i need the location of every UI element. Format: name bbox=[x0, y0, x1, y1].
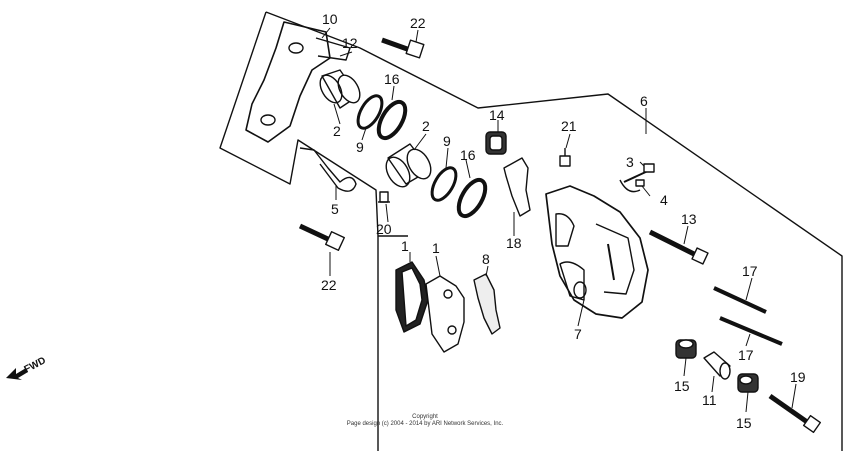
callout-3: 3 bbox=[626, 154, 634, 170]
callout-14: 14 bbox=[489, 107, 505, 123]
callout-12: 12 bbox=[342, 35, 358, 51]
callout-4: 4 bbox=[660, 192, 668, 208]
copyright-title: Copyright bbox=[412, 414, 438, 420]
assembly-outline bbox=[265, 11, 843, 451]
forward-label: FWD bbox=[22, 355, 47, 375]
callout-9-lower: 9 bbox=[443, 133, 451, 149]
copyright-text: Page design (c) 2004 - 2014 by ARI Netwo… bbox=[346, 421, 504, 427]
pin-collar-left bbox=[675, 339, 697, 359]
forward-arrow-icon: FWD bbox=[6, 355, 48, 380]
callout-16-lower: 16 bbox=[460, 147, 476, 163]
callout-1-outer: 1 bbox=[401, 238, 409, 254]
callout-7: 7 bbox=[574, 326, 582, 342]
pin-collar-right bbox=[737, 373, 759, 393]
callout-15-right: 15 bbox=[736, 415, 752, 431]
pad-pin-upper bbox=[713, 286, 767, 314]
pin-boot bbox=[485, 131, 507, 155]
callout-16-upper: 16 bbox=[384, 71, 400, 87]
caliper-bolt bbox=[768, 393, 822, 434]
brake-pad-outer bbox=[395, 261, 429, 333]
callout-2-upper: 2 bbox=[333, 123, 341, 139]
pad-spring bbox=[299, 147, 357, 192]
piston-upper bbox=[319, 69, 361, 109]
pad-shim bbox=[473, 273, 501, 335]
callout-18: 18 bbox=[506, 235, 522, 251]
dust-seal-upper bbox=[376, 99, 408, 141]
piston-seal-lower bbox=[430, 166, 458, 202]
piston-seal-upper bbox=[356, 94, 384, 130]
bleeder-screw bbox=[378, 191, 390, 203]
bolt-upper bbox=[381, 37, 425, 59]
callout-8: 8 bbox=[482, 251, 490, 267]
callout-22-upper: 22 bbox=[410, 15, 426, 31]
copyright-notice: Copyright Page design (c) 2004 - 2014 by… bbox=[330, 414, 520, 428]
brake-pad-inner bbox=[425, 275, 465, 353]
callout-15-left: 15 bbox=[674, 378, 690, 394]
callout-17-lower: 17 bbox=[738, 347, 754, 363]
callout-6: 6 bbox=[640, 93, 648, 109]
dust-seal-lower bbox=[456, 177, 488, 219]
callout-1-inner: 1 bbox=[432, 240, 440, 256]
callout-19: 19 bbox=[790, 369, 806, 385]
callout-22-lower: 22 bbox=[321, 277, 337, 293]
callout-21: 21 bbox=[561, 118, 577, 134]
caliper-plate bbox=[503, 157, 531, 217]
callout-13: 13 bbox=[681, 211, 697, 227]
bracket-screw bbox=[559, 148, 571, 167]
pad-pin-lower bbox=[719, 316, 783, 346]
pin-sleeve bbox=[703, 351, 731, 380]
bleed-valve bbox=[619, 163, 655, 193]
callout-9-upper: 9 bbox=[356, 139, 364, 155]
callout-10: 10 bbox=[322, 11, 338, 27]
callout-17-upper: 17 bbox=[742, 263, 758, 279]
callout-11: 11 bbox=[702, 392, 717, 408]
callout-5: 5 bbox=[331, 201, 339, 217]
caliper-bracket bbox=[245, 21, 351, 143]
bolt-lower bbox=[298, 223, 346, 252]
caliper-body bbox=[545, 185, 649, 319]
slide-pin bbox=[648, 229, 709, 265]
callout-2-lower: 2 bbox=[422, 118, 430, 134]
piston-lower bbox=[385, 143, 432, 188]
callout-20: 20 bbox=[376, 221, 392, 237]
